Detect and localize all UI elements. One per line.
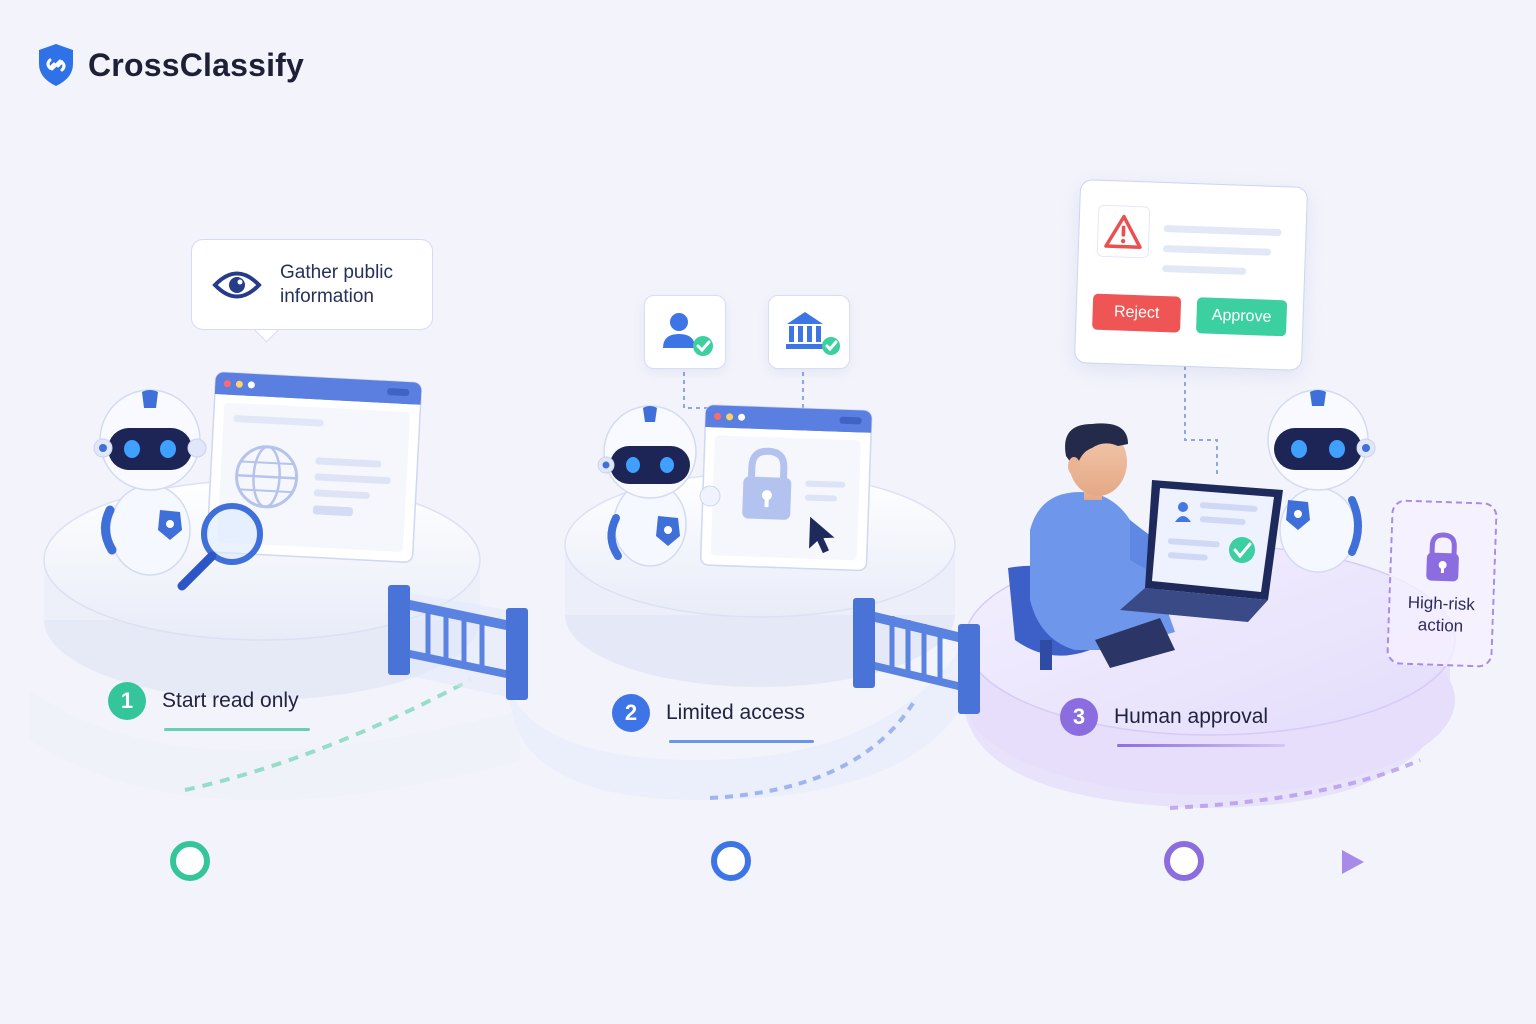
- user-check-icon: [663, 313, 713, 356]
- high-risk-label: High-risk action: [1407, 592, 1476, 636]
- approval-card: Reject Approve: [1073, 179, 1309, 371]
- bank-verified-card: [768, 295, 850, 369]
- high-risk-action-badge: High-risk action: [1386, 499, 1498, 668]
- approve-button[interactable]: Approve: [1195, 297, 1288, 337]
- warning-icon: [1104, 214, 1142, 249]
- shield-logo-icon: [39, 44, 73, 86]
- gather-info-bubble: Gather public information: [191, 239, 433, 330]
- step-3-underline: [1117, 744, 1285, 747]
- step-1-label: Start read only: [162, 689, 299, 712]
- warning-box: [1096, 204, 1151, 259]
- card-line: [1162, 245, 1271, 256]
- step-3-number: 3: [1060, 698, 1098, 736]
- brand[interactable]: CrossClassify: [36, 42, 304, 88]
- step-1: 1 Start read only: [108, 682, 299, 720]
- bubble-text: Gather public information: [280, 261, 394, 307]
- brand-name: CrossClassify: [88, 46, 305, 83]
- step-2-underline: [669, 740, 814, 743]
- bank-check-icon: [786, 312, 840, 355]
- step-2: 2 Limited access: [612, 694, 805, 732]
- card-line: [1162, 264, 1247, 275]
- step-1-underline: [164, 728, 310, 731]
- lock-icon: [1426, 532, 1459, 581]
- step-1-number: 1: [108, 682, 146, 720]
- reject-button[interactable]: Reject: [1092, 293, 1182, 333]
- user-verified-card: [644, 295, 726, 369]
- step-2-number: 2: [612, 694, 650, 732]
- step-3: 3 Human approval: [1060, 698, 1268, 736]
- eye-icon: [212, 271, 262, 298]
- card-line: [1163, 225, 1282, 237]
- step-3-label: Human approval: [1114, 705, 1269, 728]
- step-2-label: Limited access: [666, 701, 805, 724]
